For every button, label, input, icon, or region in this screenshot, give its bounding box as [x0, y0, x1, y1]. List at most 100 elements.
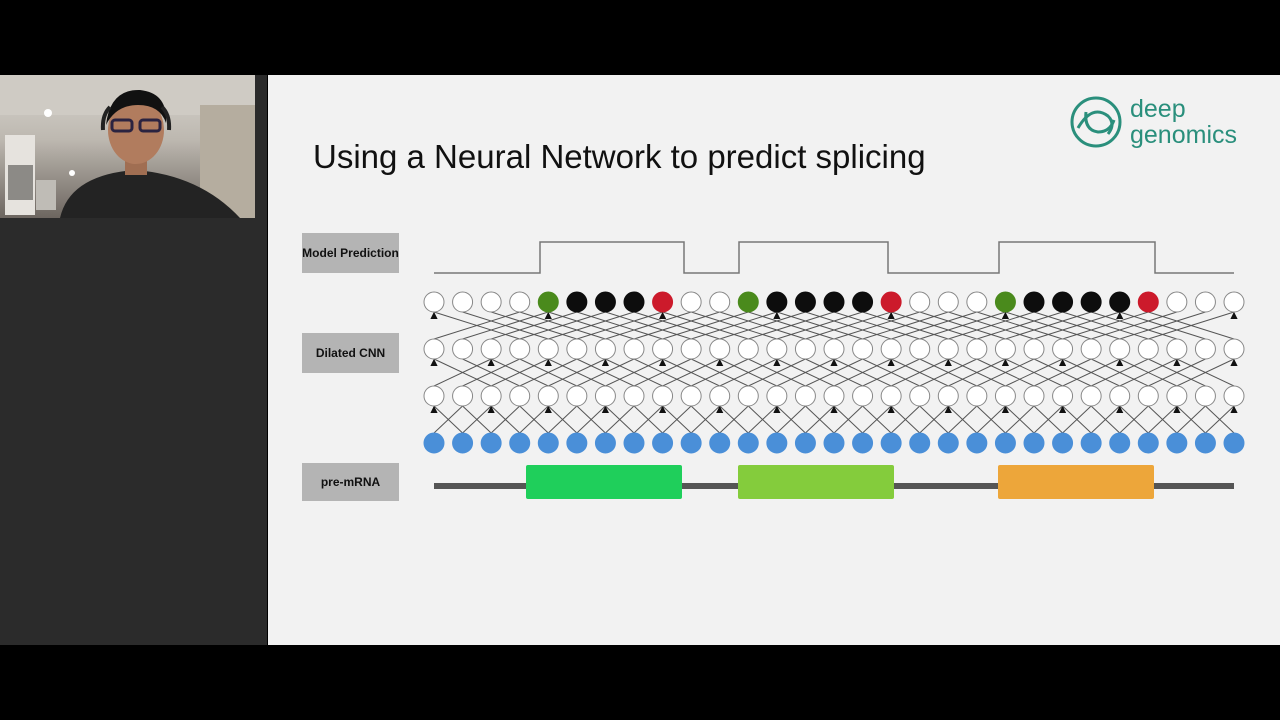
hidden-node-layer2	[1194, 338, 1216, 360]
output-node-green	[537, 291, 559, 313]
output-node-empty	[937, 291, 959, 313]
input-node	[966, 432, 988, 454]
hidden-node-layer1	[794, 385, 816, 407]
edge-input-hidden1	[490, 405, 521, 434]
output-node-empty	[709, 291, 731, 313]
input-node	[480, 432, 502, 454]
hidden-node-layer2	[737, 338, 759, 360]
output-node-empty	[909, 291, 931, 313]
output-node-black	[566, 291, 588, 313]
output-node-black	[1109, 291, 1131, 313]
edge-hidden2-output	[776, 311, 863, 340]
edge-hidden2-output	[433, 311, 520, 340]
label-dilated-cnn: Dilated CNN	[302, 333, 399, 373]
hidden-node-layer2	[794, 338, 816, 360]
edge-hidden2-output	[519, 311, 606, 340]
edge-hidden1-hidden2	[633, 358, 692, 387]
hidden-node-layer2	[423, 338, 445, 360]
input-node	[509, 432, 531, 454]
edge-input-hidden1	[947, 405, 978, 434]
input-node	[452, 432, 474, 454]
hidden-node-layer1	[1023, 385, 1045, 407]
hidden-node-layer1	[423, 385, 445, 407]
edge-hidden2-output	[1033, 311, 1120, 340]
edge-input-hidden1	[1119, 405, 1149, 434]
hidden-node-layer1	[1137, 385, 1159, 407]
edge-input-hidden1	[433, 405, 463, 434]
output-node-empty	[1194, 291, 1216, 313]
input-node	[566, 432, 588, 454]
edge-hidden1-hidden2	[1176, 358, 1235, 387]
edge-hidden1-hidden2	[719, 358, 778, 387]
edge-input-hidden1	[833, 405, 863, 434]
edge-input-hidden1	[605, 405, 635, 434]
output-node-empty	[680, 291, 702, 313]
edge-hidden1-hidden2	[748, 358, 806, 387]
logo-mark-icon	[1070, 96, 1122, 148]
input-node	[709, 432, 731, 454]
input-node	[1052, 432, 1074, 454]
input-node	[537, 432, 559, 454]
input-node	[1166, 432, 1188, 454]
edge-hidden1-hidden2	[776, 358, 835, 387]
edge-hidden1-hidden2	[1119, 358, 1178, 387]
logo-text-line1: deep	[1130, 95, 1186, 123]
edge-input-hidden1	[719, 405, 749, 434]
hidden-node-layer1	[966, 385, 988, 407]
hidden-node-layer2	[680, 338, 702, 360]
hidden-node-layer1	[537, 385, 559, 407]
hidden-node-layer2	[709, 338, 731, 360]
hidden-node-layer2	[880, 338, 902, 360]
hidden-node-layer2	[509, 338, 531, 360]
input-node	[852, 432, 874, 454]
hidden-node-layer1	[937, 385, 959, 407]
output-node-empty	[480, 291, 502, 313]
hidden-node-layer2	[1080, 338, 1102, 360]
output-node-black	[766, 291, 788, 313]
edge-hidden1-hidden2	[576, 358, 635, 387]
edge-hidden2-output	[1005, 311, 1092, 340]
output-node-black	[1023, 291, 1045, 313]
edge-hidden1-hidden2	[1062, 358, 1120, 387]
hidden-node-layer2	[823, 338, 845, 360]
input-node	[937, 432, 959, 454]
output-node-black	[1080, 291, 1102, 313]
logo-text-line2: genomics	[1130, 121, 1237, 149]
hidden-node-layer2	[852, 338, 874, 360]
output-node-empty	[509, 291, 531, 313]
input-node	[1223, 432, 1245, 454]
edge-hidden1-hidden2	[433, 358, 492, 387]
input-node	[594, 432, 616, 454]
edge-hidden2-output	[1062, 311, 1149, 340]
hidden-node-layer2	[623, 338, 645, 360]
edge-hidden1-hidden2	[548, 358, 606, 387]
output-node-black	[852, 291, 874, 313]
hidden-node-layer2	[480, 338, 502, 360]
edge-hidden2-output	[462, 311, 549, 340]
deep-genomics-logo: deep genomics	[1068, 94, 1268, 154]
edge-hidden1-hidden2	[605, 358, 663, 387]
edge-hidden1-hidden2	[805, 358, 863, 387]
edge-hidden2-output	[1148, 311, 1235, 340]
hidden-node-layer2	[909, 338, 931, 360]
hidden-node-layer1	[509, 385, 531, 407]
edge-input-hidden1	[747, 405, 778, 434]
edge-hidden1-hidden2	[1033, 358, 1092, 387]
hidden-node-layer1	[880, 385, 902, 407]
hidden-node-layer1	[566, 385, 588, 407]
edge-input-hidden1	[776, 405, 806, 434]
hidden-node-layer2	[766, 338, 788, 360]
edge-input-hidden1	[1033, 405, 1063, 434]
hidden-node-layer1	[1166, 385, 1188, 407]
input-node	[652, 432, 674, 454]
input-node	[1080, 432, 1102, 454]
edge-hidden2-output	[805, 311, 892, 340]
input-node	[1109, 432, 1131, 454]
input-node	[823, 432, 845, 454]
edge-hidden2-output	[890, 311, 978, 340]
edge-hidden2-output	[490, 311, 578, 340]
hidden-node-layer1	[852, 385, 874, 407]
hidden-node-layer1	[709, 385, 731, 407]
input-node	[623, 432, 645, 454]
edge-input-hidden1	[805, 405, 835, 434]
